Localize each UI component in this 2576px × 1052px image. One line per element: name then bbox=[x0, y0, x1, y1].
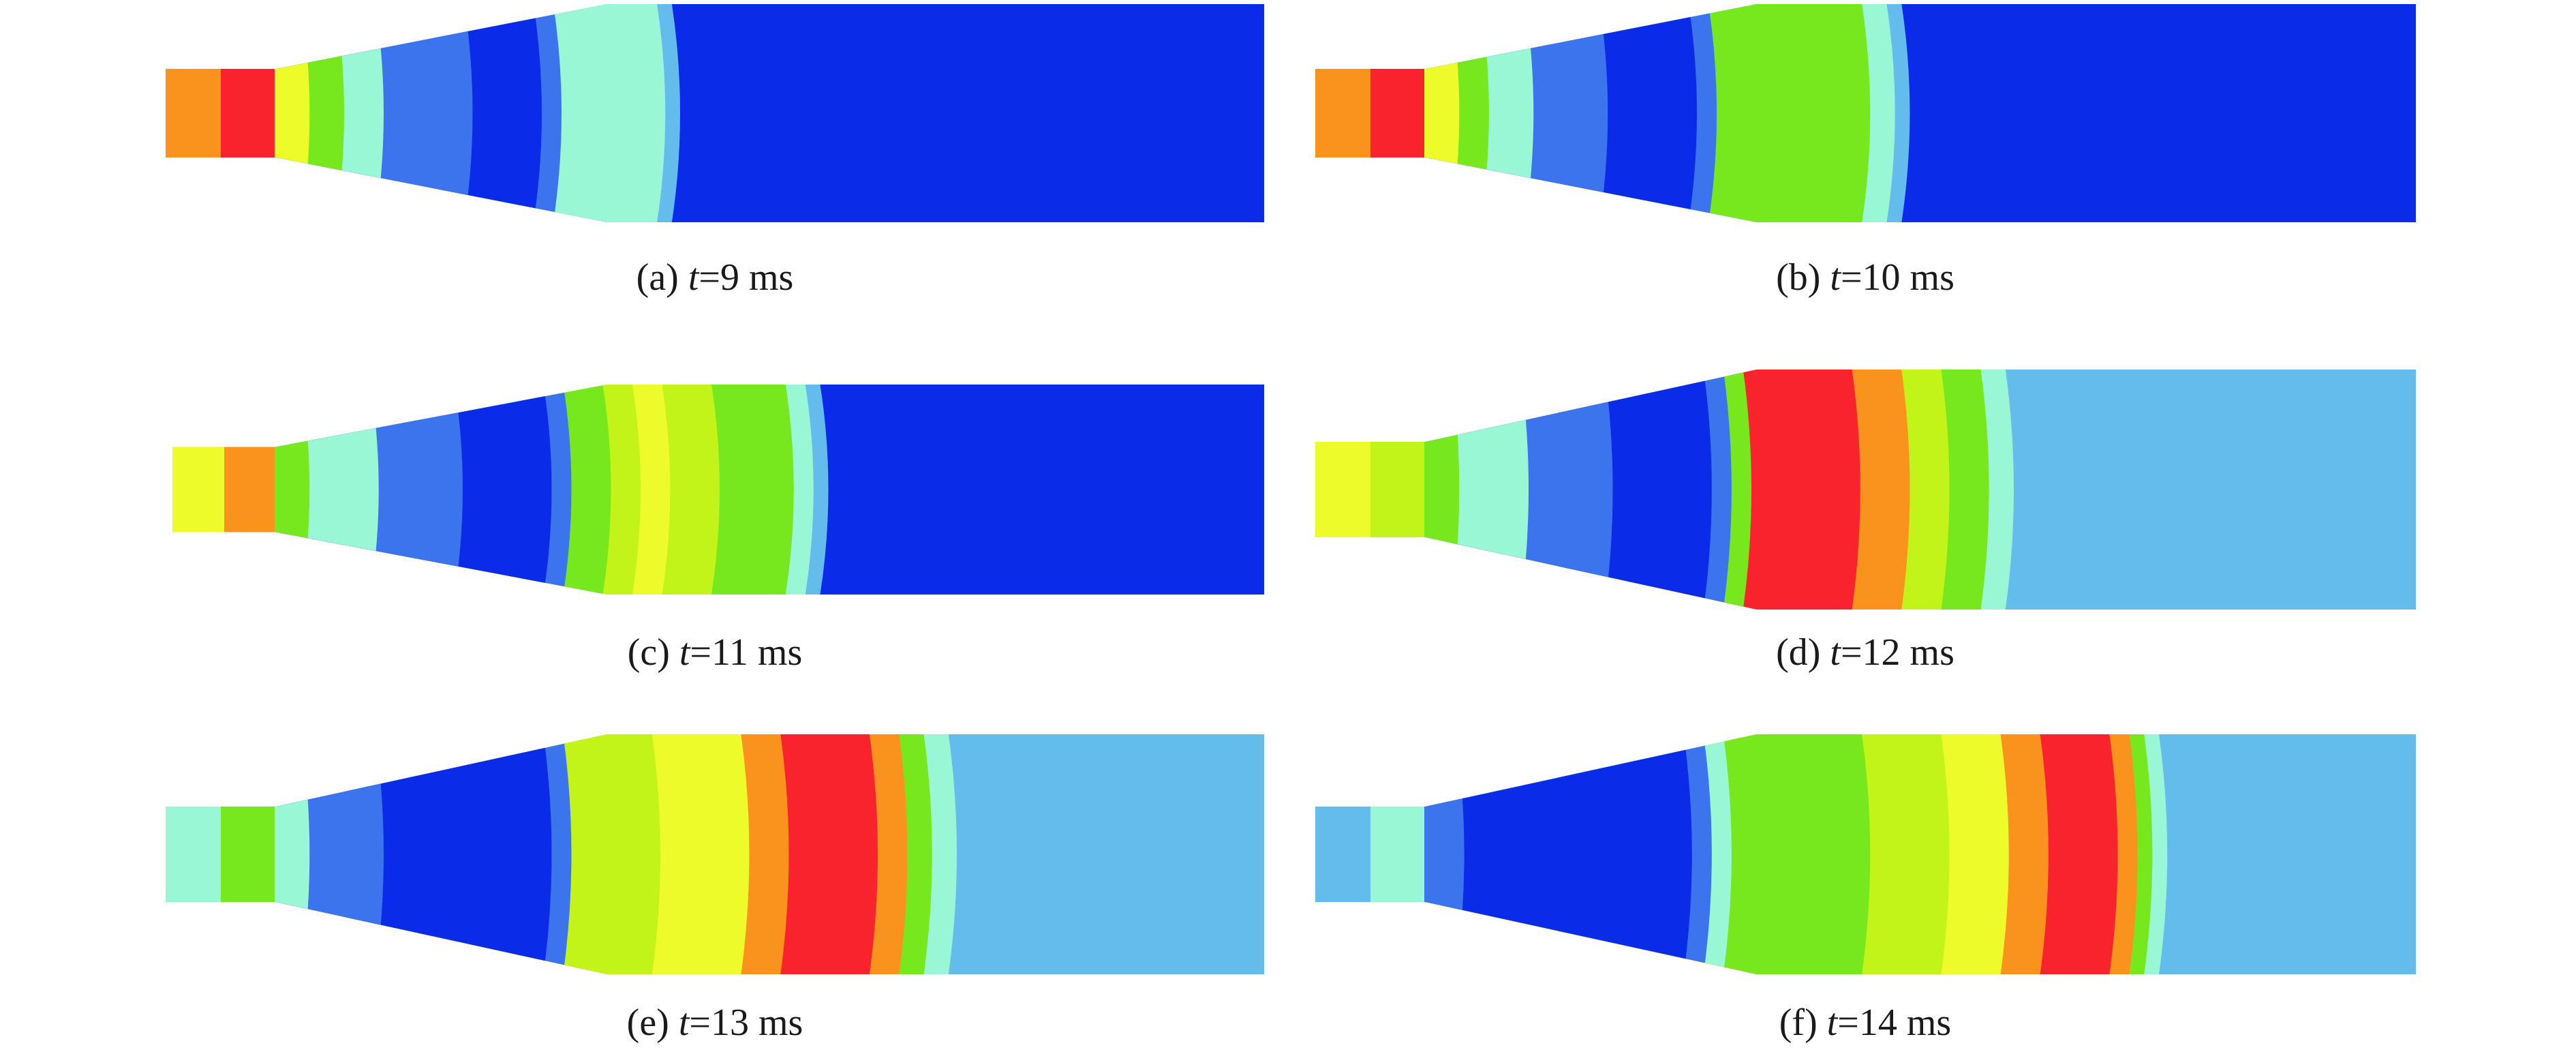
caption-label: (b) bbox=[1776, 256, 1830, 299]
caption-value: =14 ms bbox=[1837, 1002, 1951, 1044]
contour-panel-d bbox=[1315, 370, 2416, 610]
caption-symbol: t bbox=[679, 1002, 690, 1044]
panel-caption-b: (b) t=10 ms bbox=[1776, 256, 1954, 299]
panel-caption-d: (d) t=12 ms bbox=[1776, 631, 1954, 674]
caption-symbol: t bbox=[688, 256, 700, 299]
panel-caption-f: (f) t=14 ms bbox=[1779, 1002, 1951, 1044]
contour-field bbox=[1315, 370, 2416, 610]
caption-value: =11 ms bbox=[690, 631, 802, 674]
caption-label: (d) bbox=[1776, 631, 1830, 674]
caption-symbol: t bbox=[1830, 256, 1841, 299]
caption-symbol: t bbox=[679, 631, 691, 674]
caption-value: =13 ms bbox=[689, 1002, 803, 1044]
caption-label: (e) bbox=[627, 1002, 679, 1044]
caption-value: =9 ms bbox=[699, 256, 793, 299]
panel-caption-a: (a) t=9 ms bbox=[637, 256, 794, 299]
caption-value: =12 ms bbox=[1841, 631, 1954, 674]
panel-caption-e: (e) t=13 ms bbox=[627, 1002, 803, 1044]
caption-label: (c) bbox=[628, 631, 679, 674]
caption-symbol: t bbox=[1827, 1002, 1839, 1044]
caption-value: =10 ms bbox=[1841, 256, 1954, 299]
panel-caption-c: (c) t=11 ms bbox=[628, 631, 803, 674]
captions-layer: (a) t=9 ms(b) t=10 ms(c) t=11 ms(d) t=12… bbox=[627, 256, 1954, 1044]
caption-label: (a) bbox=[637, 256, 688, 299]
caption-symbol: t bbox=[1830, 631, 1841, 674]
caption-label: (f) bbox=[1779, 1002, 1827, 1044]
